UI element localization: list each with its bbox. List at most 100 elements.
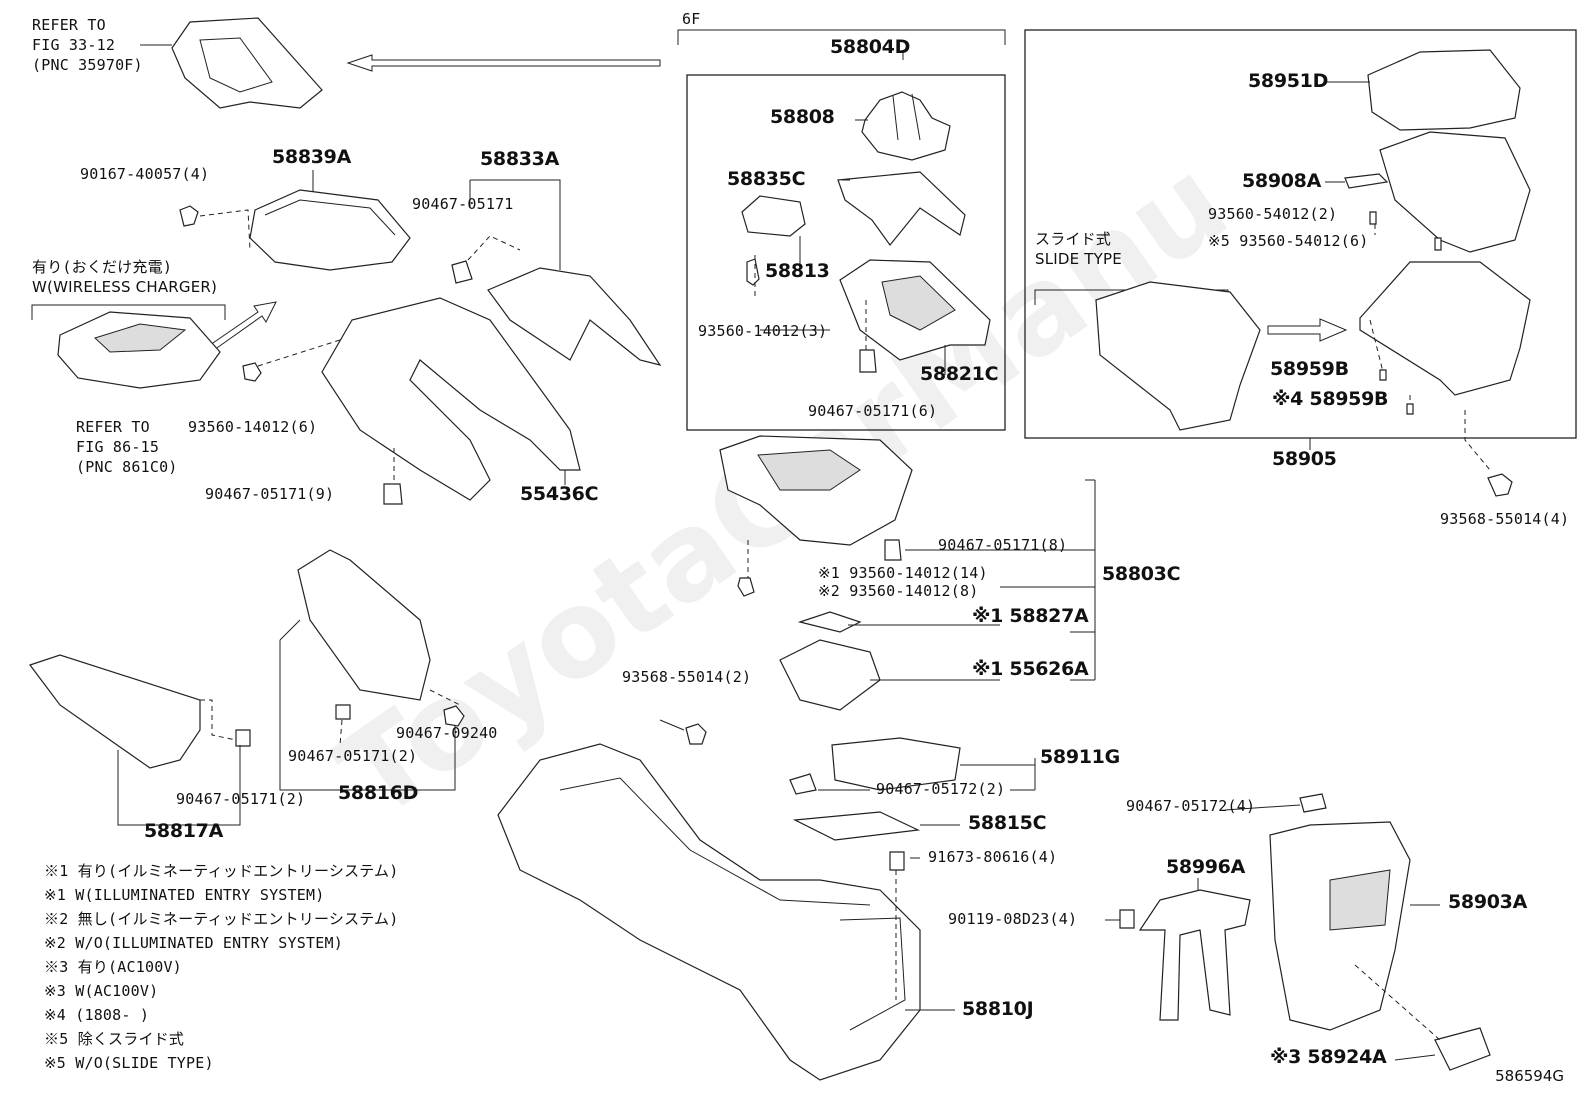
ref-line: FIG 33-12 [32,36,116,54]
arrow-icon [346,54,661,72]
part-number: 93560-14012(3) [698,322,828,340]
bolt-icon [242,362,262,382]
part-number: 93560-14012(6) [188,418,318,436]
part-number: 58813 [765,260,830,282]
part-58911g [831,737,961,791]
part-58815c [792,811,921,841]
part-number: ※1 55626A [972,658,1089,680]
clip-icon [383,483,403,505]
part-number: ※1 93560-14012(14) [818,564,988,582]
part-55436c [321,297,581,501]
part-58908a-housing [1379,131,1531,253]
arrow-icon [1267,318,1348,342]
part-number: 90467-05172(4) [1126,797,1256,815]
part-number: 90467-05171(6) [808,402,938,420]
part-number: 58833A [480,148,560,170]
part-number: 58817A [144,820,224,842]
part-58908a [1344,173,1389,189]
part-58951d [1367,49,1521,131]
part-number: 58839A [272,146,352,168]
part-58816d [297,549,431,701]
part-58839a [249,189,411,271]
clip-icon [451,260,473,284]
screw-icon [1434,237,1442,251]
ref-line: (PNC 861C0) [76,458,178,476]
bolt-icon [1487,473,1513,497]
ref-line: FIG 86-15 [76,438,160,456]
part-number: 58810J [962,998,1034,1020]
part-number: 58808 [770,106,835,128]
slide-type-jp: スライド式 [1035,230,1112,248]
part-number: 58905 [1272,448,1337,470]
part-number: 93568-55014(4) [1440,510,1570,528]
slide-type-en: SLIDE TYPE [1035,250,1122,268]
part-number: ※4 58959B [1272,388,1389,410]
clip-icon [1299,793,1327,813]
part-number: ※2 93560-14012(8) [818,582,979,600]
part-58833a [487,267,662,366]
screw-icon [1379,369,1387,381]
note-line: ※1 W(ILLUMINATED ENTRY SYSTEM) [44,886,325,904]
ref-line: (PNC 35970F) [32,56,143,74]
ref-line: REFER TO [32,16,106,34]
part-58808 [861,91,951,161]
note-line: ※2 無し(イルミネーティッドエントリーシステム) [44,910,399,928]
part-number: 58803C [1102,563,1181,585]
part-number: 58911G [1040,746,1120,768]
part-number: 55436C [520,483,599,505]
clip-icon [235,729,251,747]
part-58835c [837,171,966,246]
bolt-icon [889,851,905,871]
wireless-en: W(WIRELESS CHARGER) [32,278,218,296]
note-line: ※3 W(AC100V) [44,982,159,1000]
screw-icon [737,577,755,597]
part-number: 58908A [1242,170,1322,192]
part-number: 93560-54012(2) [1208,205,1338,223]
part-number: 58959B [1270,358,1349,380]
part-number: 90467-05172(2) [876,780,1006,798]
part-number: 58951D [1248,70,1329,92]
part-58813 [741,195,806,237]
part-58996a [1138,889,1251,1021]
part-number: 58821C [920,363,999,385]
clip-icon [884,539,902,561]
screw-icon [746,258,760,286]
box-58804d [686,74,1006,431]
screw-icon [1369,211,1377,225]
screw-icon [1406,403,1414,415]
ref-line: REFER TO [76,418,150,436]
group-6f-bracket [677,29,1006,45]
part-number: 58996A [1166,856,1246,878]
clip-icon [859,349,877,373]
note-line: ※2 W/O(ILLUMINATED ENTRY SYSTEM) [44,934,343,952]
group-label: 6F [682,10,701,28]
note-line: ※5 W/O(SLIDE TYPE) [44,1054,214,1072]
wireless-bracket [31,304,226,320]
part-number: 90119-08D23(4) [948,910,1078,928]
part-number: 58903A [1448,891,1528,913]
part-number: 90467-09240 [396,724,498,742]
part-number: 58816D [338,782,419,804]
note-line: ※3 有り(AC100V) [44,958,182,976]
wireless-jp: 有り(おくだけ充電) [32,258,173,276]
note-line: ※1 有り(イルミネーティッドエントリーシステム) [44,862,399,880]
clip-icon [335,704,351,720]
box-58905 [1024,29,1577,439]
note-line: ※5 除くスライド式 [44,1030,185,1048]
part-58810j [497,743,921,1081]
shift-console-ref [171,17,323,109]
part-number: ※5 93560-54012(6) [1208,232,1369,250]
part-number: 90467-05171 [412,195,514,213]
part-number: 90467-05171(9) [205,485,335,503]
part-number: 91673-80616(4) [928,848,1058,866]
part-number: 58804D [830,36,911,58]
part-number: 90167-40057(4) [80,165,210,183]
bolt-icon [685,723,707,745]
note-line: ※4 (1808- ) [44,1006,150,1024]
part-number: ※3 58924A [1270,1046,1387,1068]
clip-icon [789,773,817,795]
part-58817a [29,654,201,769]
part-58827a [797,611,862,633]
bolt-icon [443,705,465,727]
